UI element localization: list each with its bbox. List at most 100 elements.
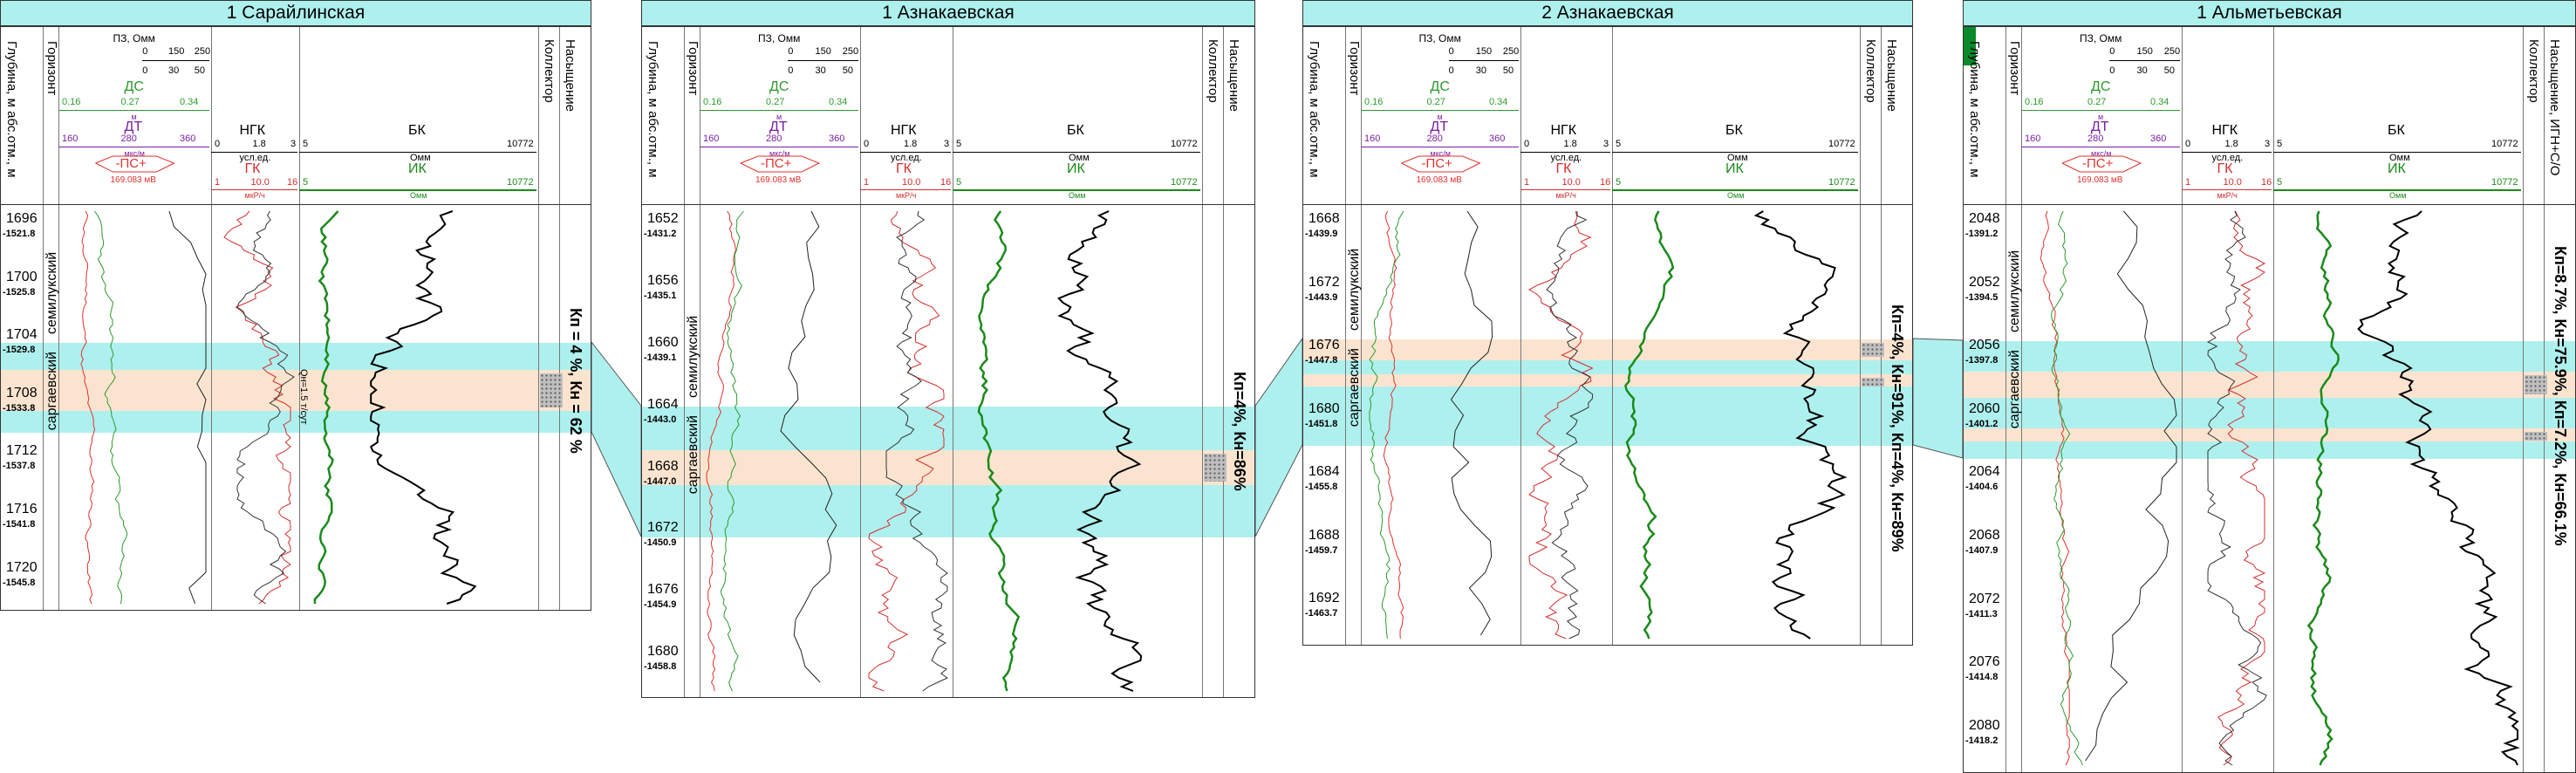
dt-tick: 280: [2087, 133, 2104, 144]
abs-depth-value: -1439.9: [1305, 229, 1338, 239]
gk-scale-line: [860, 189, 951, 190]
ds-tick: 0.34: [180, 97, 199, 107]
bk-curve: [1753, 210, 1848, 640]
dt-tick: 280: [1426, 133, 1443, 144]
ik-tick: 10772: [1828, 177, 1855, 188]
saturation-marker: [1964, 27, 1976, 46]
ps-unit: мкс/м: [769, 149, 790, 158]
collector-header: Коллектор: [2526, 39, 2541, 103]
column-divider: [1223, 27, 1224, 697]
bk-tick: 5: [1616, 139, 1622, 149]
log-curves: [1369, 210, 1848, 640]
abs-depth-value: -1463.7: [1305, 608, 1338, 619]
gk-tick: 1: [1524, 177, 1530, 188]
gk-label: ГК: [244, 161, 261, 176]
column-divider: [2021, 27, 2022, 772]
ngk-tick: 1.8: [1563, 139, 1577, 149]
ik-label: ИК: [1067, 161, 1085, 176]
pz-tick: 250: [842, 46, 859, 57]
collector-header: Коллектор: [542, 39, 557, 103]
ik-label: ИК: [2388, 161, 2406, 176]
pz-label: ПЗ, Омм: [1418, 32, 1461, 44]
well-title: 1 Сарайлинская: [0, 0, 591, 26]
ps-value: 169.083 мВ: [1416, 175, 1462, 185]
abs-depth-value: -1439.1: [644, 352, 677, 363]
column-divider: [1612, 27, 1613, 645]
depth-value: 1684: [1308, 464, 1340, 479]
reservoir-band: [1964, 372, 2575, 398]
ps-unit: мкс/м: [2091, 149, 2112, 158]
gk-unit: мкР/ч: [244, 191, 265, 200]
column-divider: [1860, 27, 1861, 645]
ps-curve: [1383, 210, 1404, 640]
depth-value: 2048: [1969, 211, 2000, 226]
gk-tick: 10.0: [902, 177, 921, 188]
saturation-header: Насыщение: [1884, 39, 1899, 112]
pz-tick: 0: [1448, 46, 1454, 57]
ik-tick: 5: [2277, 177, 2283, 188]
gk-unit: мкР/ч: [896, 191, 917, 200]
column-divider: [1202, 27, 1203, 697]
pz-scale-line: [788, 60, 858, 61]
pz-tick: 0: [788, 46, 794, 57]
log-curves: [2040, 210, 2520, 766]
column-divider: [58, 27, 59, 610]
column-divider: [2273, 27, 2274, 772]
ngk-curve: [236, 210, 295, 605]
gk-label: ГК: [2217, 161, 2233, 176]
ik-curve: [2306, 210, 2340, 766]
ik-curve: [1624, 210, 1675, 640]
column-divider: [2523, 27, 2524, 772]
bk-tick: 10772: [2491, 139, 2518, 149]
horizon-header: Горизонт: [2007, 41, 2022, 96]
pz-label: ПЗ, Омм: [113, 32, 155, 44]
gk-tick: 1: [2185, 177, 2191, 188]
depth-value: 1660: [647, 334, 679, 350]
ds-tick: 0.16: [62, 97, 81, 107]
gk-scale-line: [1520, 189, 1610, 190]
ds-label: ДС: [769, 79, 789, 94]
ps-curve: [80, 210, 96, 605]
horizon-header: Горизонт: [686, 41, 700, 96]
depth-value: 2052: [1969, 274, 2000, 290]
depth-value: 1672: [647, 520, 679, 536]
header-divider: [642, 204, 1254, 205]
reservoir-band: [1303, 374, 1912, 386]
pz-tick: 50: [842, 65, 853, 76]
dt-tick: 160: [703, 133, 720, 144]
column-divider: [211, 27, 212, 610]
header-divider: [1964, 204, 2575, 205]
ds-tick: 0.27: [120, 97, 140, 107]
pz-curve: [780, 210, 837, 683]
dt-label: ДТ: [124, 120, 143, 134]
pz-tick: 50: [194, 65, 205, 76]
bk-curve: [1056, 210, 1143, 692]
depth-value: 2076: [1969, 654, 2000, 670]
ik-curve: [977, 210, 1021, 692]
abs-depth-value: -1447.8: [1305, 355, 1338, 366]
abs-depth-value: -1391.2: [1965, 229, 1999, 239]
saturation-header: Насыщение, ИГН+С/О: [2547, 39, 2562, 176]
ik-tick: 10772: [2491, 177, 2518, 188]
pz-scale-line: [2109, 60, 2180, 61]
bk-scale-line: [953, 152, 1200, 153]
depth-value: 1692: [1308, 591, 1340, 605]
abs-depth-value: -1458.8: [644, 661, 677, 673]
reservoir-band: [642, 450, 1254, 485]
collector-header: Коллектор: [1206, 39, 1220, 103]
depth-value: 1716: [6, 502, 38, 517]
header-divider: [1, 204, 591, 205]
column-divider: [559, 27, 560, 610]
depth-value: 1676: [647, 582, 679, 598]
depth-value: 2056: [1969, 338, 2000, 353]
column-divider: [1361, 27, 1362, 645]
depth-value: 2064: [1969, 464, 2000, 480]
column-divider: [43, 27, 44, 610]
ds-label: ДС: [124, 79, 144, 94]
ds-curve: [2051, 210, 2083, 766]
depth-value: 1668: [1308, 211, 1340, 226]
ds-tick: 0.34: [829, 97, 848, 107]
